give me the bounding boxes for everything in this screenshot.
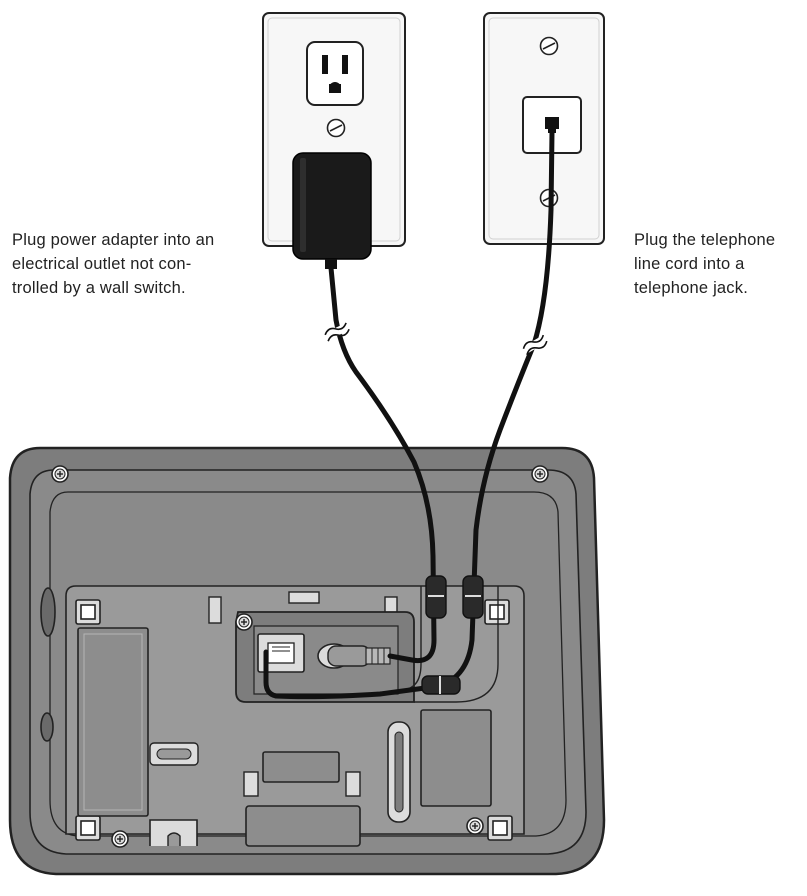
phone-jack-plate xyxy=(483,12,605,245)
instruction-line: line cord into a xyxy=(634,255,745,273)
instruction-line: telephone jack. xyxy=(634,279,748,297)
power-adapter-instruction: Plug power adapter into an electrical ou… xyxy=(12,228,262,300)
instruction-line: Plug the telephone xyxy=(634,231,776,249)
screw-icon xyxy=(326,118,346,138)
telephone-cord-instruction: Plug the telephone line cord into a tele… xyxy=(634,228,806,300)
instruction-line: electrical outlet not con- xyxy=(12,255,192,273)
instruction-line: Plug power adapter into an xyxy=(12,231,215,249)
power-cord xyxy=(324,265,437,664)
wall-outlet-plate xyxy=(262,12,406,269)
telephone-line-cord xyxy=(263,129,555,700)
screw-icon xyxy=(539,36,559,56)
phone-base-unit xyxy=(8,446,606,876)
outlet-icon xyxy=(306,41,364,106)
instruction-line: trolled by a wall switch. xyxy=(12,279,186,297)
power-adapter-icon xyxy=(292,152,372,269)
cord-clip xyxy=(421,575,484,695)
